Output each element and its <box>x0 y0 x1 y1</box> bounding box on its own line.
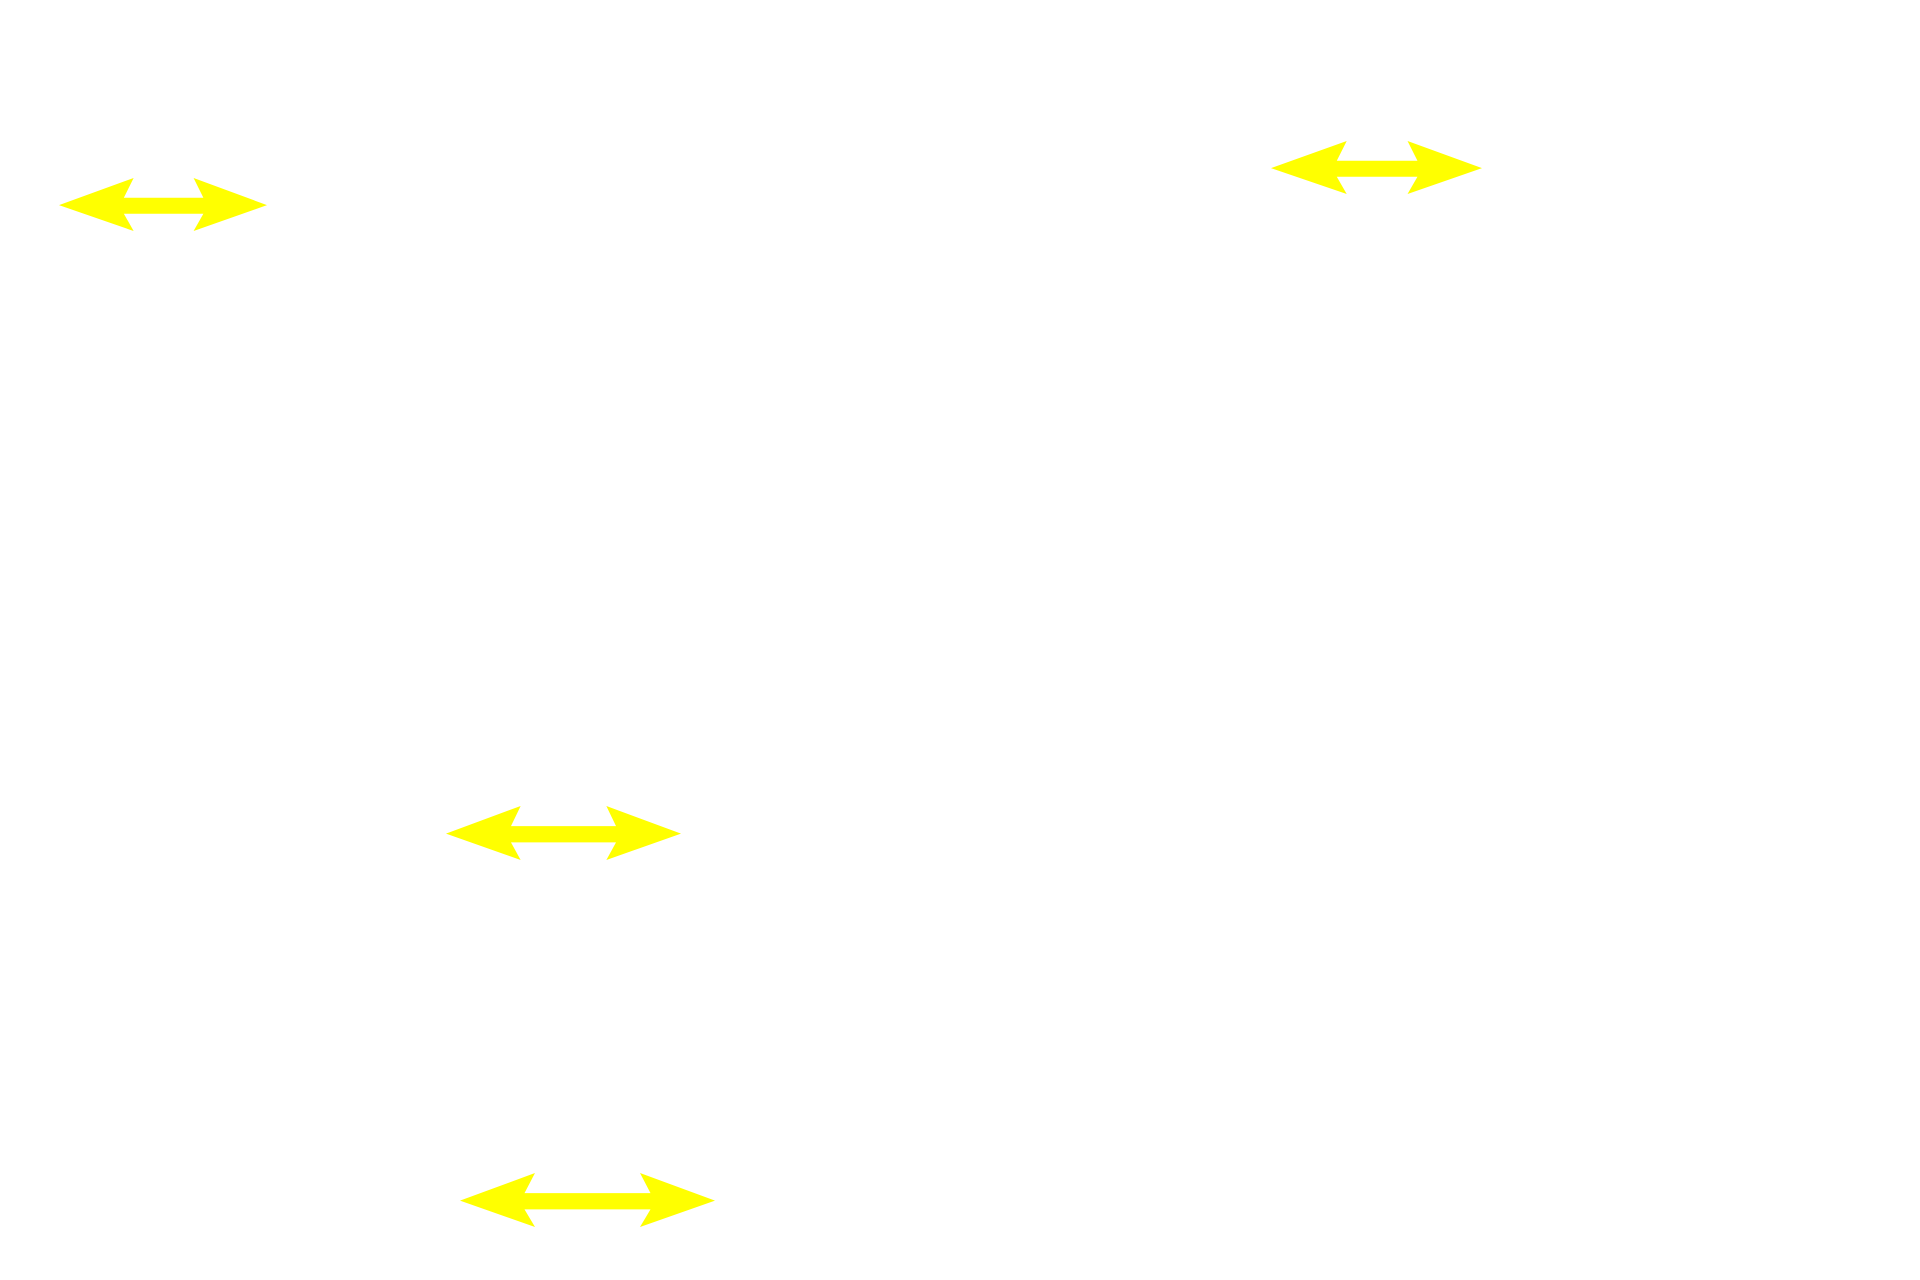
arrow-shape <box>59 178 267 231</box>
double-arrow-icon <box>59 178 267 231</box>
arrow-shape <box>460 1173 715 1227</box>
double-arrow-icon <box>460 1173 715 1227</box>
double-arrow-icon <box>1271 141 1482 194</box>
arrow-shape <box>446 806 681 860</box>
arrow-shape <box>1271 141 1482 194</box>
double-arrow-icon <box>446 806 681 860</box>
